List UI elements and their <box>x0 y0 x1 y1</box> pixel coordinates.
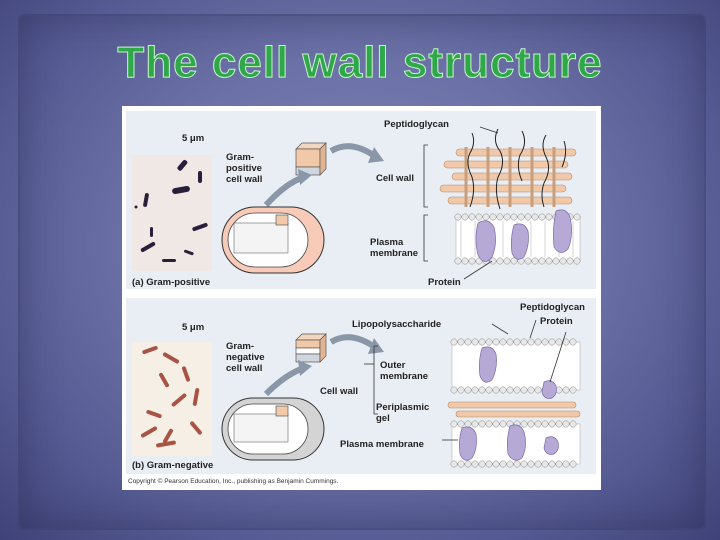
gram-negative-plasma-membrane <box>450 420 581 468</box>
gram-positive-micrograph <box>132 155 212 271</box>
gram-negative-lipopolysaccharide-label: Lipopolysaccharide <box>352 319 442 330</box>
gram-positive-scale: 5 μm <box>182 133 205 144</box>
gram-positive-diagram <box>221 126 581 280</box>
gram-positive-caption: (a) Gram-positive <box>132 277 211 288</box>
panel-gram-positive: 5 μm Gram- positive cell wall (a) Gram-p… <box>126 111 596 289</box>
gram-positive-bacterium <box>221 206 325 274</box>
gram-negative-periplasmic-gel-label: Periplasmic gel <box>376 402 430 424</box>
gram-negative-scale: 5 μm <box>182 322 205 333</box>
gram-negative-protein-label: Protein <box>540 316 573 327</box>
gram-negative-outer-membrane <box>450 338 581 399</box>
gram-negative-micrograph <box>132 342 212 456</box>
cell-wall-figure: 5 μm Gram- positive cell wall (a) Gram-p… <box>122 106 601 490</box>
gram-negative-peptidoglycan-label: Peptidoglycan <box>520 302 585 313</box>
gram-positive-cell-wall-label: Cell wall <box>376 173 415 184</box>
gram-positive-plasma-membrane <box>454 209 581 265</box>
gram-negative-diagram <box>221 319 581 468</box>
copyright-notice: Copyright © Pearson Education, Inc., pub… <box>128 478 339 485</box>
slide-frame <box>18 14 706 530</box>
gram-positive-wall-label: Gram- positive cell wall <box>226 152 263 185</box>
gram-negative-cell-wall-label: Cell wall <box>320 386 359 397</box>
gram-negative-wall-label: Gram- negative cell wall <box>226 341 265 374</box>
gram-negative-bacterium <box>221 397 325 461</box>
gram-negative-caption: (b) Gram-negative <box>132 460 214 471</box>
slide-title: The cell wall structure <box>117 38 603 88</box>
gram-positive-protein-label: Protein <box>428 277 461 288</box>
gram-negative-plasma-membrane-label: Plasma membrane <box>340 439 424 450</box>
gram-positive-plasma-membrane-label: Plasma membrane <box>370 237 419 259</box>
gram-negative-peptidoglycan-layer <box>447 401 581 418</box>
gram-negative-outer-membrane-label: Outer membrane <box>380 360 429 382</box>
gram-positive-peptidoglycan-label: Peptidoglycan <box>384 119 449 130</box>
gram-positive-stain-illustration <box>134 159 208 262</box>
gram-negative-stain-illustration <box>140 345 202 448</box>
panel-gram-negative: 5 μm Gram- negative cell wall (b) Gram-n… <box>126 298 596 474</box>
gram-positive-peptidoglycan-layers <box>439 128 577 210</box>
gram-negative-block-icon <box>295 333 327 363</box>
gram-positive-block-icon <box>295 142 327 176</box>
